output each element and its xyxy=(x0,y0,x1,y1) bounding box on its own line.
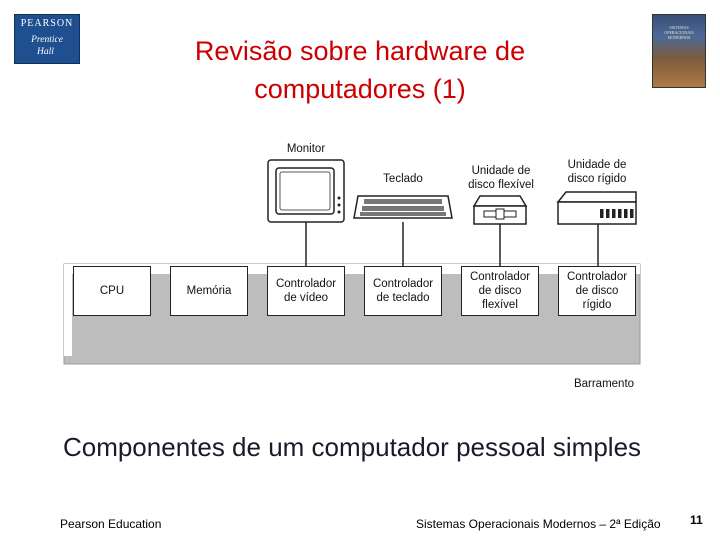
monitor-label: Monitor xyxy=(286,143,326,155)
floppy-controller-label: Controlador de disco flexível xyxy=(469,271,531,311)
footer-book-title: Sistemas Operacionais Modernos – 2ª Ediç… xyxy=(416,517,661,531)
floppy-drive-label: Unidade de disco flexível xyxy=(468,165,534,191)
figure-caption: Componentes de um computador pessoal sim… xyxy=(62,432,642,462)
logo-line1: Prentice xyxy=(31,35,63,45)
cpu-box: CPU xyxy=(73,266,151,316)
slide-title: Revisão sobre hardware de computadores (… xyxy=(150,32,570,108)
hard-disk-drive-icon xyxy=(556,191,637,225)
cpu-label: CPU xyxy=(99,285,125,297)
title-line2: computadores (1) xyxy=(254,74,466,104)
memory-box: Memória xyxy=(170,266,248,316)
hard-disk-drive-label: Unidade de disco rígido xyxy=(567,159,627,185)
video-controller-label: Controlador de vídeo xyxy=(275,278,337,304)
logo-brand: PEARSON xyxy=(20,18,74,29)
floppy-drive-icon xyxy=(472,195,528,225)
video-controller-box: Controlador de vídeo xyxy=(267,266,345,316)
logo-line2: Hall xyxy=(37,47,54,57)
monitor-icon xyxy=(267,159,345,223)
title-line1: Revisão sobre hardware de xyxy=(194,36,526,66)
floppy-controller-box: Controlador de disco flexível xyxy=(461,266,539,316)
disk-controller-label: Controlador de disco rígido xyxy=(566,271,628,311)
footer-publisher: Pearson Education xyxy=(60,517,162,531)
keyboard-controller-box: Controlador de teclado xyxy=(364,266,442,316)
keyboard-controller-label: Controlador de teclado xyxy=(372,278,434,304)
bus-label: Barramento xyxy=(573,378,635,390)
cover-title: SISTEMAS OPERACIONAIS MODERNOS xyxy=(664,25,694,40)
memory-label: Memória xyxy=(186,285,232,297)
keyboard-icon xyxy=(353,195,453,219)
page-number: 11 xyxy=(690,513,703,527)
book-cover-image: SISTEMAS OPERACIONAIS MODERNOS xyxy=(652,14,706,88)
disk-controller-box: Controlador de disco rígido xyxy=(558,266,636,316)
keyboard-label: Teclado xyxy=(383,173,423,185)
bus-bar xyxy=(64,264,640,364)
pearson-logo: PEARSON Prentice Hall xyxy=(14,14,80,64)
